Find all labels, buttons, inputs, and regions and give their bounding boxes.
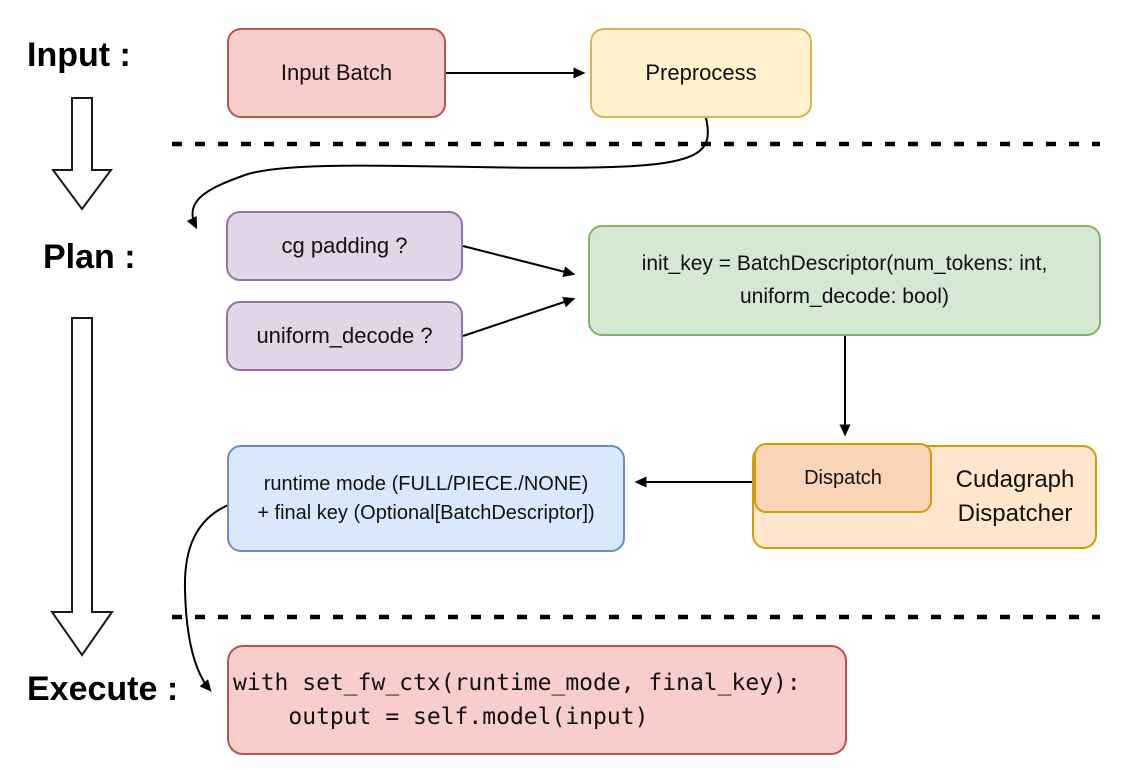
curve-runtime-to-code: [183, 502, 234, 692]
node-cudagraph-line1: Cudagraph: [955, 466, 1075, 494]
node-preprocess-label: Preprocess: [645, 60, 757, 86]
node-cg-padding: cg padding ?: [226, 211, 463, 281]
arrow-uniformdecode-to-initkey: [462, 296, 576, 337]
node-init-key-line2: uniform_decode: bool): [740, 284, 949, 308]
node-init-key: init_key = BatchDescriptor(num_tokens: i…: [588, 225, 1101, 336]
node-uniform-decode-label: uniform_decode ?: [256, 323, 433, 349]
node-execute-code-line2: output = self.model(input): [233, 704, 649, 730]
stage-label-input: Input :: [27, 36, 131, 74]
node-dispatch: Dispatch: [754, 443, 932, 513]
stage-label-execute: Execute :: [27, 670, 179, 708]
node-cudagraph-line2: Dispatcher: [957, 500, 1073, 527]
node-execute-code: with set_fw_ctx(runtime_mode, final_key)…: [227, 645, 847, 755]
node-execute-code-line1: with set_fw_ctx(runtime_mode, final_key)…: [233, 670, 801, 696]
node-cg-padding-label: cg padding ?: [281, 233, 408, 259]
node-runtime-line1: runtime mode (FULL/PIECE./NONE): [263, 472, 589, 495]
down-arrow-icon-input-to-plan: [51, 97, 113, 211]
node-input-batch-label: Input Batch: [280, 60, 393, 86]
down-arrow-icon-plan-to-execute: [50, 317, 114, 657]
arrow-cgpadding-to-initkey: [462, 245, 576, 277]
node-dispatch-label: Dispatch: [804, 466, 882, 489]
node-preprocess: Preprocess: [590, 28, 812, 118]
node-init-key-line1: init_key = BatchDescriptor(num_tokens: i…: [641, 251, 1048, 275]
node-runtime-line2: + final key (Optional[BatchDescriptor]): [257, 501, 595, 524]
node-runtime-mode: runtime mode (FULL/PIECE./NONE) + final …: [227, 445, 625, 552]
stage-label-plan: Plan :: [43, 238, 136, 276]
node-uniform-decode: uniform_decode ?: [226, 301, 463, 371]
node-cudagraph-dispatcher-label: Cudagraph Dispatcher: [939, 447, 1091, 547]
node-input-batch: Input Batch: [227, 28, 446, 118]
